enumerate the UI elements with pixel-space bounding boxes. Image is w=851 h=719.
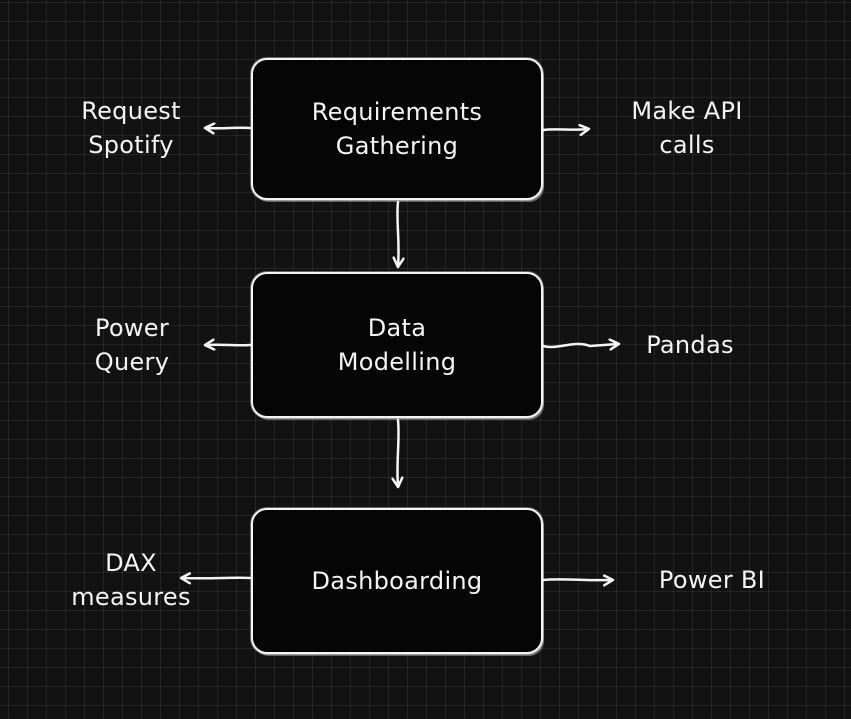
arrow-to-dax-measures: [182, 578, 252, 579]
label-pandas: Pandas: [646, 331, 734, 359]
node-requirements-gathering: Requirements Gathering: [251, 58, 543, 200]
label-dax-measures: DAX measures: [71, 549, 191, 611]
label-power-query: Power Query: [94, 314, 170, 376]
arrow-to-power-bi: [541, 579, 612, 580]
label-make-api-calls: Make API calls: [631, 97, 743, 159]
node-requirements-gathering-label: Requirements Gathering: [311, 98, 483, 160]
label-power-bi: Power BI: [658, 566, 766, 594]
node-dashboarding: Dashboarding: [251, 508, 543, 654]
arrow-modelling-to-dashboarding: [397, 418, 398, 486]
node-data-modelling-label: Data Modelling: [337, 314, 457, 376]
label-request-spotify: Request Spotify: [81, 97, 181, 159]
arrow-to-power-query: [206, 345, 252, 346]
node-dashboarding-label: Dashboarding: [311, 567, 483, 595]
arrow-to-pandas: [541, 344, 618, 347]
arrow-requirements-to-modelling: [397, 200, 398, 266]
arrow-to-request-spotify: [206, 128, 252, 129]
node-data-modelling: Data Modelling: [251, 272, 543, 418]
arrow-to-make-api-calls: [541, 129, 588, 130]
